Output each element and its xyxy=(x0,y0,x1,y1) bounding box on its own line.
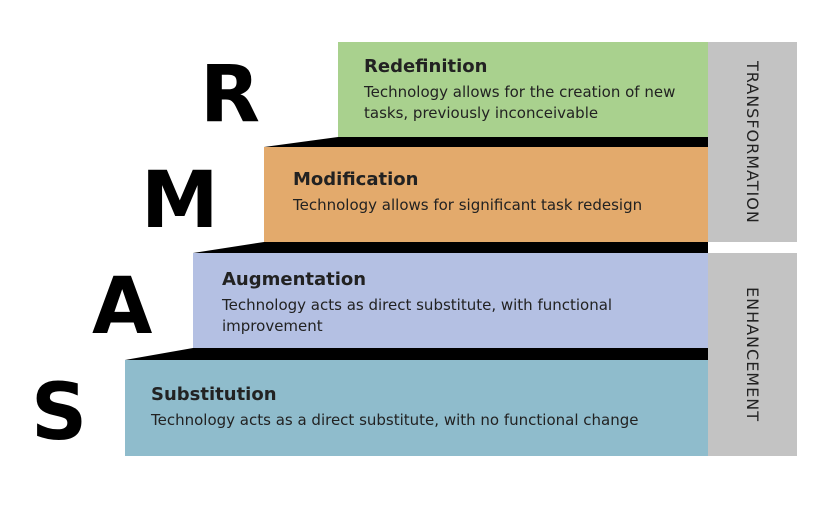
level-description-line-1: Technology allows for the creation of ne… xyxy=(364,82,676,101)
group-enhancement: ENHANCEMENT xyxy=(708,253,797,456)
letter-a: A xyxy=(92,262,153,352)
level-description-line-1: Technology acts as direct substitute, wi… xyxy=(222,295,613,314)
level-title: Modification xyxy=(293,169,419,190)
level-description-line-1: Technology allows for significant task r… xyxy=(293,195,643,214)
group-label-transformation: TRANSFORMATION xyxy=(743,60,762,224)
level-redefinition: Redefinition Technology allows for the c… xyxy=(338,42,708,137)
level-augmentation: Augmentation Technology acts as direct s… xyxy=(193,253,708,348)
level-title: Redefinition xyxy=(364,56,488,77)
level-description-line-2: tasks, previously inconceivable xyxy=(364,104,599,123)
letter-r: R xyxy=(200,50,261,140)
level-title: Augmentation xyxy=(222,269,367,290)
level-substitution: Substitution Technology acts as a direct… xyxy=(125,360,708,456)
level-modification: Modification Technology allows for signi… xyxy=(264,147,708,242)
level-title: Substitution xyxy=(151,384,277,405)
level-description-line-1: Technology acts as a direct substitute, … xyxy=(151,410,639,429)
letter-s: S xyxy=(31,368,88,458)
group-label-enhancement: ENHANCEMENT xyxy=(743,287,762,422)
level-description-line-2: improvement xyxy=(222,317,323,336)
group-transformation: TRANSFORMATION xyxy=(708,42,797,242)
wedge-redefinition xyxy=(264,137,708,147)
wedge-augmentation xyxy=(125,348,708,360)
wedge-modification xyxy=(193,242,708,253)
letter-m: M xyxy=(141,156,219,246)
